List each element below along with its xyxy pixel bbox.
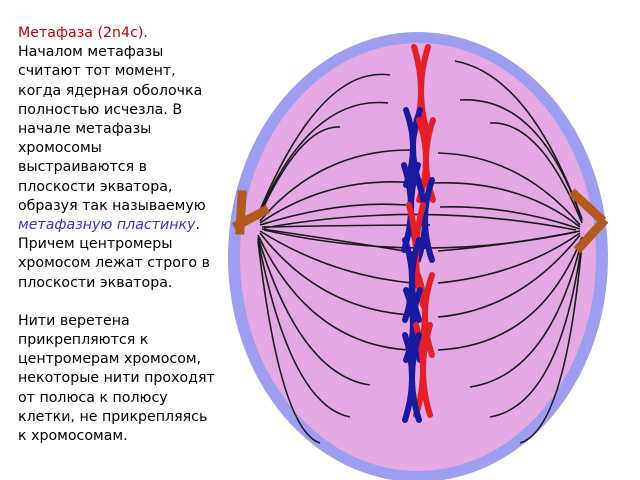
spindle-fiber — [257, 73, 391, 216]
spindle-fiber — [259, 203, 407, 226]
centriole-right — [568, 188, 609, 254]
description-text: Метафаза (2n4c). Началом метафазы считаю… — [18, 24, 218, 446]
spindle-fiber — [489, 122, 583, 224]
paragraph-1-end: . Причем центромеры хромосом лежат строг… — [18, 217, 210, 291]
chromosome — [415, 177, 435, 263]
spindle-fiber — [259, 181, 416, 224]
spindle-fiber — [469, 238, 583, 388]
spindle-fiber — [257, 101, 389, 218]
chromatid — [422, 177, 435, 263]
spindle-fiber — [433, 182, 581, 228]
metaphase-cell-diagram — [228, 32, 609, 480]
spindle-fiber — [489, 240, 583, 418]
spindle-fiber — [257, 236, 371, 386]
chromosome — [402, 332, 422, 423]
spindle-fiber — [437, 236, 583, 351]
spindle-fiber — [257, 234, 411, 351]
description-paragraph-1: Метафаза (2n4c). Началом метафазы считаю… — [18, 24, 218, 293]
spindle-fiber — [257, 240, 321, 444]
phase-title: Метафаза (2n4c). — [18, 25, 148, 41]
spindle-fibers — [257, 60, 583, 444]
spindle-fiber — [437, 152, 581, 226]
spindle-fiber — [259, 149, 411, 222]
spindle-fiber — [437, 232, 581, 284]
paragraph-gap — [18, 293, 218, 312]
chromatid — [420, 322, 433, 418]
chromatid — [409, 332, 422, 423]
chromatid — [422, 272, 435, 358]
paragraph-1-start: Началом метафазы считают тот момент, ког… — [18, 44, 206, 214]
spindle-fiber — [437, 234, 581, 318]
chromosomes — [401, 44, 436, 423]
spindle-fiber — [257, 238, 351, 418]
spindle-fiber — [259, 230, 413, 284]
metaphase-plate-term: метафазную пластинку — [18, 217, 196, 234]
spindle-fiber — [519, 242, 583, 444]
chromatid — [418, 44, 431, 138]
spindle-fiber — [257, 126, 341, 220]
spindle-fiber — [459, 99, 583, 222]
spindle-fiber — [259, 232, 413, 316]
spindle-fiber — [439, 206, 581, 230]
description-paragraph-2: Нити веретена прикрепляются к центромера… — [18, 312, 215, 445]
centriole-left — [231, 190, 271, 235]
